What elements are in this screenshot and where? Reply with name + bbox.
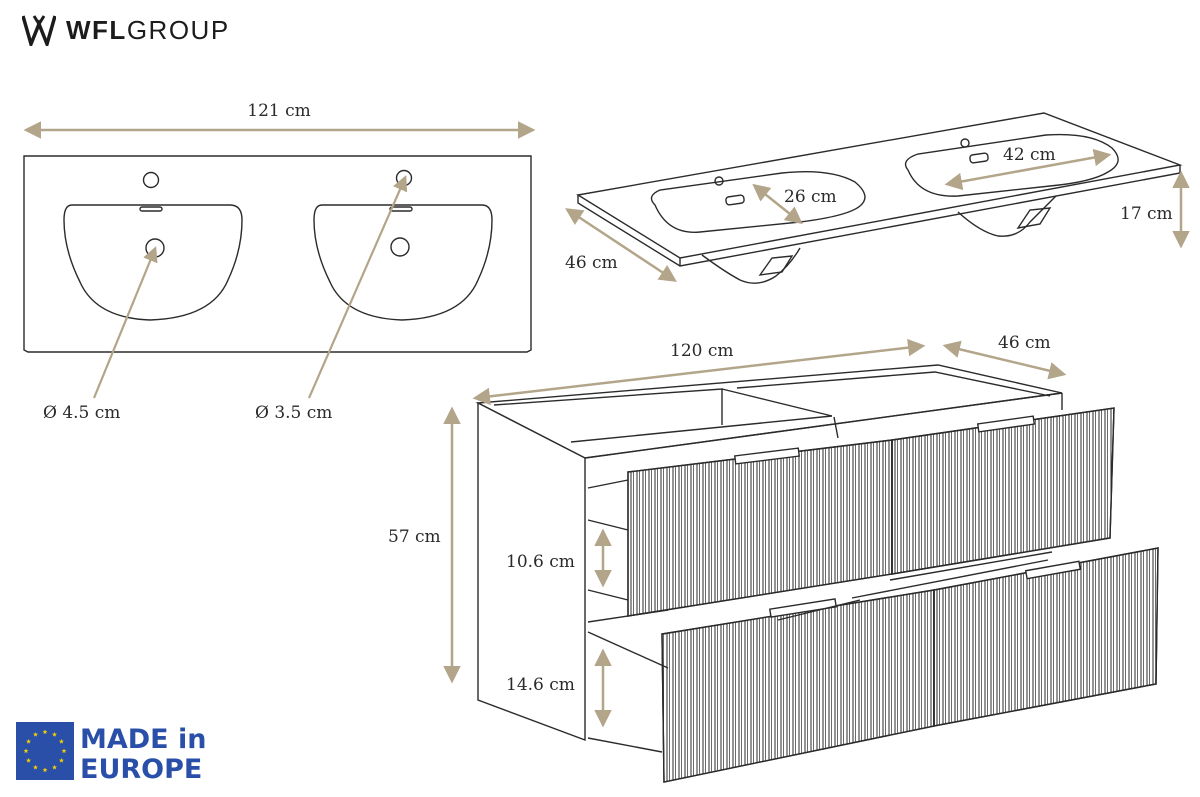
basin-left-bowl xyxy=(650,171,866,233)
brand-name-light: GROUP xyxy=(126,14,230,45)
made-in-europe-badge: MADE in EUROPE xyxy=(16,722,207,785)
upper-drawer-left-handle xyxy=(733,447,801,465)
eu-star xyxy=(26,738,32,744)
left-drain-hole xyxy=(145,238,165,258)
badge-line-2: EUROPE xyxy=(80,754,202,785)
basin-bowl-depth-dimension xyxy=(752,183,803,225)
badge-line-1: MADE in xyxy=(80,724,207,755)
lower-drawer-height-label: 14.6 cm xyxy=(506,675,575,695)
eu-flag-icon xyxy=(16,722,74,780)
vanity-cabinet xyxy=(475,364,1159,783)
cabinet-side-panel xyxy=(477,401,586,742)
basin-right-bowl xyxy=(904,133,1119,197)
left-overflow-slot xyxy=(139,206,163,212)
tap-hole-leader xyxy=(92,246,158,399)
basin-bowl-depth-label: 26 cm xyxy=(784,187,837,207)
top-width-label: 121 cm xyxy=(247,101,311,121)
basin-top-surface xyxy=(576,112,1183,259)
cabinet-depth-label: 46 cm xyxy=(998,333,1051,353)
cabinet-inner-shelf-lower xyxy=(587,609,669,753)
basin-depth-label: 46 cm xyxy=(565,253,618,273)
wfl-w-logo-icon xyxy=(22,15,56,46)
top-view-outline xyxy=(23,155,532,353)
overflow-label: Ø 3.5 cm xyxy=(255,403,332,423)
overflow-leader xyxy=(307,175,408,399)
eu-star xyxy=(33,764,38,770)
basin-right-bowl-underside xyxy=(957,195,1057,237)
basin-bowl-width-label: 42 cm xyxy=(1003,145,1056,165)
eu-star xyxy=(42,729,48,735)
right-drain-hole xyxy=(390,237,410,257)
basin-right-drain xyxy=(1016,207,1052,229)
eu-star xyxy=(61,748,67,754)
top-view-basin xyxy=(23,155,532,353)
cabinet-width-label: 120 cm xyxy=(670,341,734,361)
basin-left-overflow xyxy=(725,194,745,206)
basin-height-label: 17 cm xyxy=(1120,204,1173,224)
basin-right-tap xyxy=(960,138,970,148)
upper-drawer-left xyxy=(627,439,893,617)
right-bowl-outline xyxy=(313,204,493,321)
eu-star xyxy=(33,731,38,737)
upper-drawer-right-outline xyxy=(891,407,1115,575)
right-overflow-slot xyxy=(389,206,413,212)
lower-drawer-left-handle xyxy=(768,598,838,618)
lower-drawer-left xyxy=(661,589,935,783)
basin-left-tap xyxy=(714,176,724,186)
lower-drawer-right-handle xyxy=(1024,560,1082,580)
cabinet-width-dimension xyxy=(472,338,926,406)
left-bowl-outline xyxy=(63,204,243,321)
cabinet-inner-shelf-upper xyxy=(587,479,629,601)
basin-right-overflow xyxy=(969,152,989,164)
lower-drawer-right-outline xyxy=(933,547,1159,727)
eu-star xyxy=(52,731,57,737)
eu-star xyxy=(52,764,57,770)
brand-name-bold: WFL xyxy=(66,14,127,45)
cabinet-depth-dimension xyxy=(942,340,1067,380)
eu-star xyxy=(58,738,64,744)
eu-star xyxy=(58,757,64,763)
left-tap-hole xyxy=(142,171,160,189)
basin-left-drain xyxy=(758,255,794,276)
eu-star xyxy=(26,757,32,763)
eu-star xyxy=(23,748,29,754)
eu-star xyxy=(42,767,48,773)
brand-logo: WFLGROUP xyxy=(22,12,230,48)
upper-drawer-height-label: 10.6 cm xyxy=(506,552,575,572)
basin-3d-view xyxy=(576,112,1183,284)
basin-depth-dimension xyxy=(565,208,677,282)
upper-drawer-right-handle xyxy=(976,415,1036,433)
basin-left-bowl-underside xyxy=(701,247,801,284)
brand-name: WFLGROUP xyxy=(66,15,230,46)
tap-hole-label: Ø 4.5 cm xyxy=(43,403,120,423)
basin-bowl-width-dimension xyxy=(944,148,1112,191)
upper-drawer-right xyxy=(891,407,1115,575)
cabinet-height-label: 57 cm xyxy=(388,527,441,547)
